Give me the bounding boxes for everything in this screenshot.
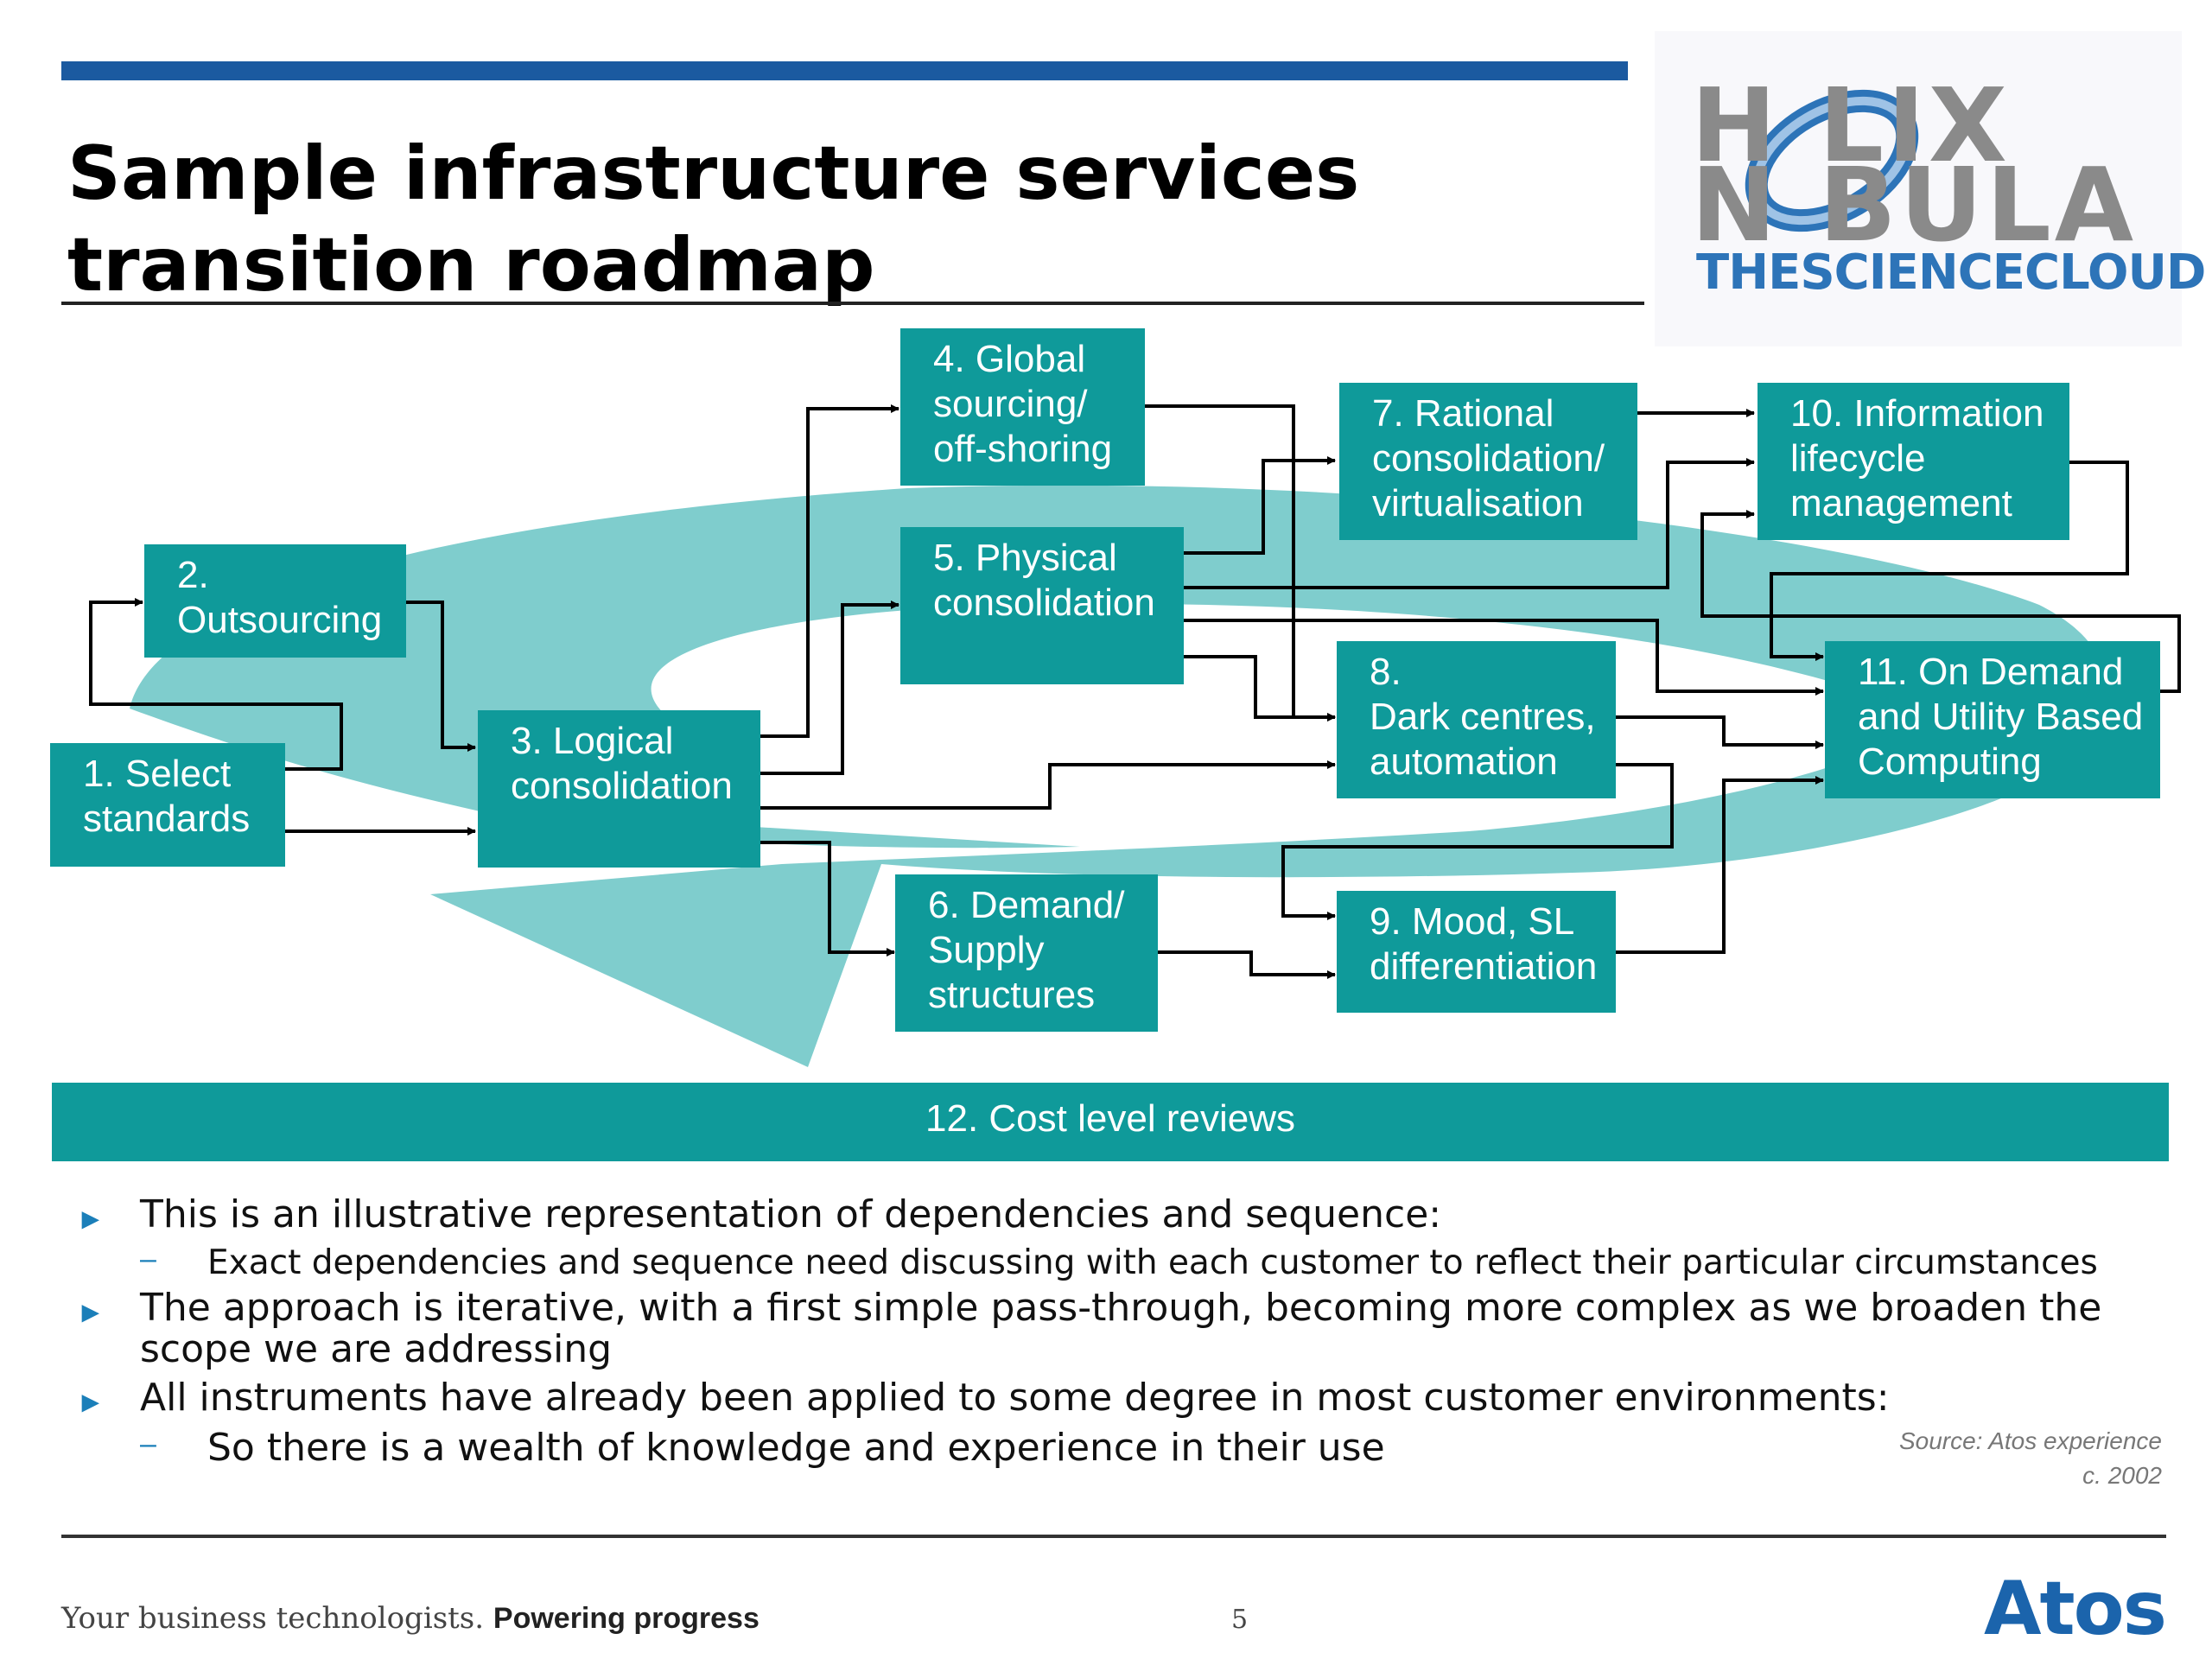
- node-5-physical-consolidation: 5. Physical consolidation: [900, 527, 1184, 684]
- logo-swoosh-icon: [1745, 89, 1919, 232]
- bullet-marker-2: ►: [76, 1296, 105, 1329]
- page-number: 5: [1231, 1605, 1249, 1635]
- logo-word-3: THESCIENCECLOUD: [1696, 245, 2206, 301]
- node-7-rational-consolidation: 7. Rational consolidation/ virtualisatio…: [1339, 383, 1637, 540]
- bullet-3-sub: So there is a wealth of knowledge and ex…: [207, 1426, 1385, 1470]
- node-10-information-lifecycle: 10. Information lifecycle management: [1758, 383, 2069, 540]
- footer-rule: [61, 1535, 2166, 1538]
- node-9-mood-sl: 9. Mood, SL differentiation: [1337, 891, 1616, 1013]
- page-title: Sample infrastructure services transitio…: [67, 128, 1623, 311]
- node-1-select-standards: 1. Select standards: [50, 743, 285, 867]
- tagline-plain: Your business technologists.: [61, 1601, 485, 1636]
- node-3-logical-consolidation: 3. Logical consolidation: [478, 710, 760, 868]
- atos-logo: Atos: [1984, 1566, 2167, 1652]
- bullet-2-line-2: scope we are addressing: [140, 1327, 613, 1371]
- bullet-3: All instruments have already been applie…: [140, 1376, 1890, 1420]
- node-2-outsourcing: 2. Outsourcing: [144, 544, 406, 658]
- node-8-dark-centres: 8. Dark centres, automation: [1337, 641, 1616, 798]
- logo-word-1: H LIX: [1691, 66, 2011, 185]
- roadmap-diagram: [89, 404, 2181, 1067]
- sub-dash-3: –: [140, 1427, 156, 1460]
- cycle-swirl: [130, 485, 2107, 1067]
- cost-level-band: [52, 1083, 2169, 1161]
- source-note: Source: Atos experience c. 2002: [1858, 1424, 2162, 1493]
- helix-nebula-logo: H LIX N BULA THESCIENCECLOUD: [1655, 31, 2206, 346]
- footer-tagline: Your business technologists. Powering pr…: [61, 1601, 760, 1636]
- bullet-2-line-1: The approach is iterative, with a first …: [140, 1286, 2102, 1330]
- dependency-arrows: [89, 404, 2181, 979]
- cost-level-label: 12. Cost level reviews: [925, 1097, 1295, 1140]
- title-line-1: Sample infrastructure services: [67, 130, 1360, 217]
- source-line-1: Source: Atos experience: [1898, 1427, 2162, 1454]
- node-4-global-sourcing: 4. Global sourcing/ off-shoring: [900, 328, 1145, 486]
- bullet-marker-1: ►: [76, 1203, 105, 1236]
- title-line-2: transition roadmap: [67, 222, 875, 308]
- bullet-1-sub: Exact dependencies and sequence need dis…: [207, 1243, 2098, 1282]
- sub-dash-1: –: [140, 1243, 156, 1275]
- bullet-marker-3: ►: [76, 1386, 105, 1419]
- node-6-demand-supply: 6. Demand/ Supply structures: [895, 874, 1158, 1032]
- node-11-on-demand: 11. On Demand and Utility Based Computin…: [1825, 641, 2160, 798]
- source-line-2: c. 2002: [2082, 1462, 2162, 1489]
- logo-word-2: N BULA: [1691, 145, 2138, 264]
- header-rule: [61, 61, 1628, 80]
- bullet-1: This is an illustrative representation o…: [140, 1192, 1442, 1236]
- tagline-bold: Powering progress: [493, 1602, 760, 1635]
- title-underline: [61, 302, 1644, 305]
